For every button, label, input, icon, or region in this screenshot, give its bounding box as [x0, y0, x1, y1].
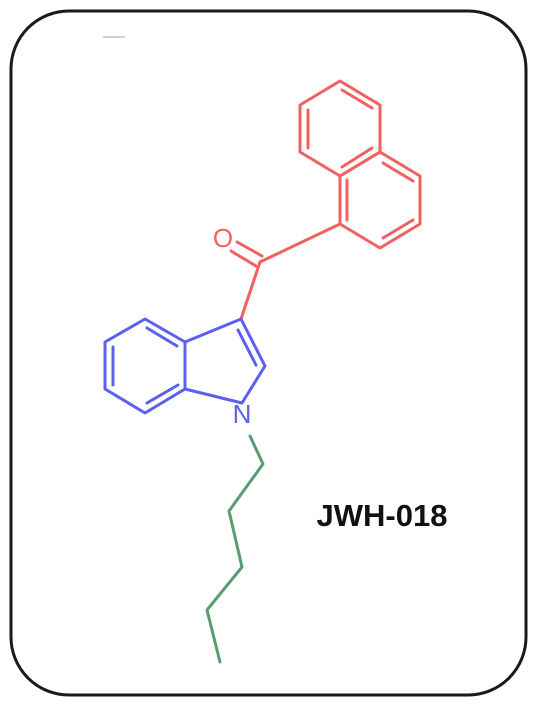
carbonyl-to-naphthyl-bond — [258, 222, 342, 264]
card-border — [9, 9, 528, 697]
oxygen-label: O — [213, 223, 233, 253]
naphthoyl-group — [229, 79, 422, 321]
indole-pyrrole-ring — [183, 317, 267, 405]
compound-name-label: JWH-018 — [317, 498, 448, 533]
carbonyl-to-indole-bond — [239, 260, 262, 321]
indole-double-bonds — [111, 326, 258, 405]
carbonyl-double-bond — [229, 240, 264, 268]
naphthalene-ring-lower — [338, 150, 422, 250]
naphthalene-double-bonds — [306, 88, 415, 240]
indole-benzene-ring — [103, 317, 187, 415]
pentyl-chain — [205, 434, 265, 664]
naphthalene-ring-upper — [298, 79, 382, 178]
indole-group — [103, 317, 267, 415]
nitrogen-label: N — [233, 399, 252, 429]
